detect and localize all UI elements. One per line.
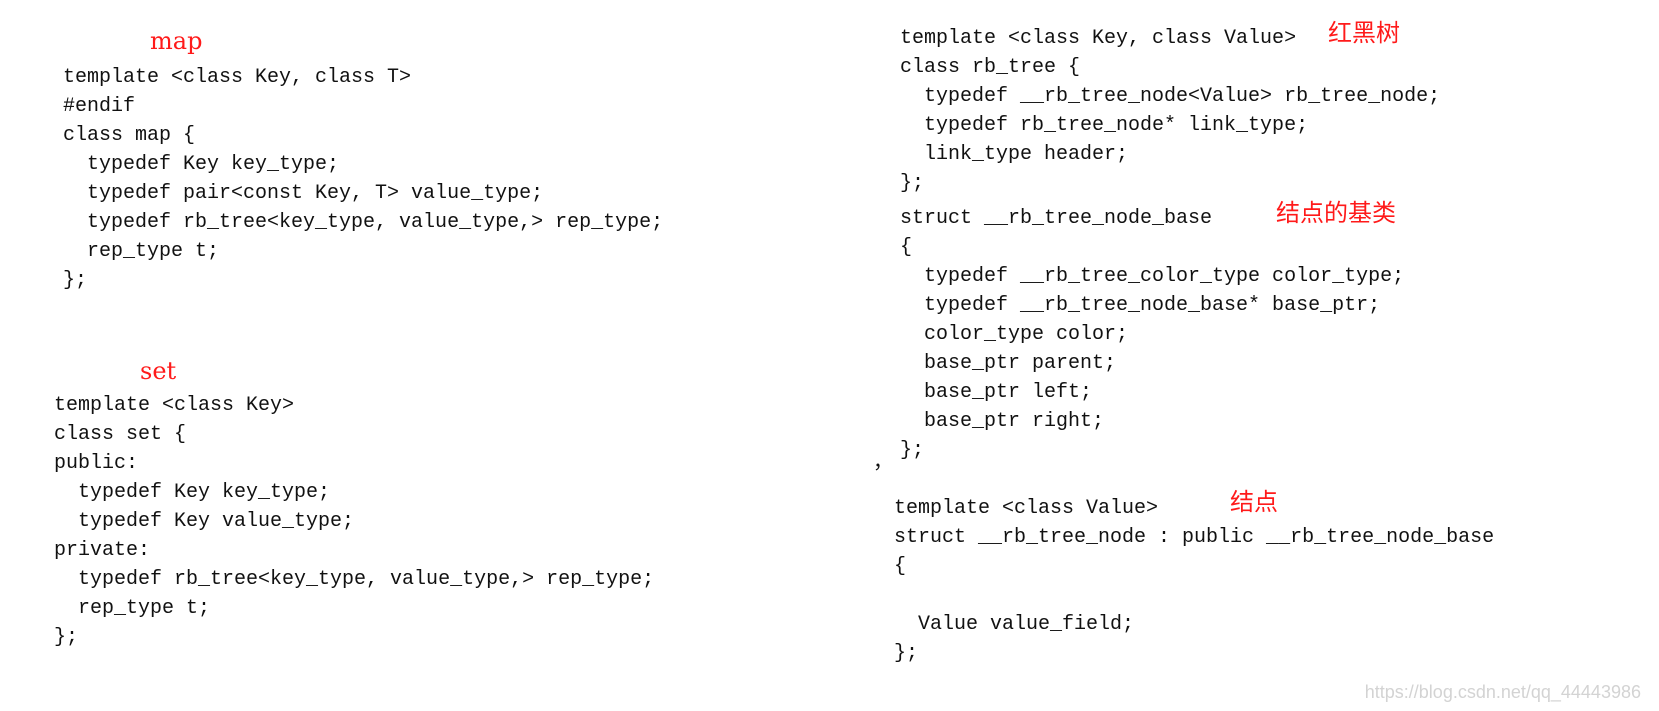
- code-line: template <class Key, class T>: [63, 66, 412, 89]
- code-line: Value value_field;: [894, 613, 1135, 636]
- code-line: };: [894, 642, 919, 665]
- code-line: typedef __rb_tree_node<Value> rb_tree_no…: [900, 85, 1441, 108]
- code-line: typedef __rb_tree_color_type color_type;: [900, 265, 1405, 288]
- node-base-heading: 结点的基类: [1276, 199, 1396, 227]
- code-line: typedef rb_tree<key_type, value_type,> r…: [63, 211, 664, 234]
- code-line: class map {: [63, 124, 196, 147]
- code-line: rep_type t;: [54, 597, 211, 620]
- code-line: struct __rb_tree_node_base: [900, 207, 1213, 230]
- code-line: struct __rb_tree_node : public __rb_tree…: [894, 526, 1495, 549]
- code-line: };: [63, 269, 88, 292]
- code-line: };: [900, 172, 925, 195]
- code-line: base_ptr parent;: [900, 352, 1117, 375]
- watermark-text: https://blog.csdn.net/qq_44443986: [1364, 682, 1641, 702]
- code-line: typedef rb_tree<key_type, value_type,> r…: [54, 568, 655, 591]
- code-line: rep_type t;: [63, 240, 220, 263]
- blank-line: [894, 581, 1494, 610]
- code-line: typedef rb_tree_node* link_type;: [900, 114, 1309, 137]
- node-base-code-block: struct __rb_tree_node_base { typedef __rb…: [900, 204, 1404, 465]
- map-heading: map: [150, 27, 203, 55]
- code-line: typedef __rb_tree_node_base* base_ptr;: [900, 294, 1381, 317]
- set-code-block: template <class Key> class set { public: t…: [54, 391, 654, 652]
- rb-tree-heading: 红黑树: [1328, 19, 1400, 47]
- code-line: color_type color;: [900, 323, 1129, 346]
- code-line: base_ptr right;: [900, 410, 1105, 433]
- code-line: private:: [54, 539, 151, 562]
- code-line: typedef pair<const Key, T> value_type;: [63, 182, 544, 205]
- code-line: base_ptr left;: [900, 381, 1093, 404]
- code-line: public:: [54, 452, 139, 475]
- code-line: {: [894, 555, 907, 578]
- code-line: typedef Key key_type;: [54, 481, 331, 504]
- code-line: {: [900, 236, 913, 259]
- code-line: template <class Key, class Value>: [900, 27, 1297, 50]
- code-line: class set {: [54, 423, 187, 446]
- code-line: class rb_tree {: [900, 56, 1081, 79]
- code-line: typedef Key value_type;: [54, 510, 355, 533]
- map-code-block: template <class Key, class T> #endif class…: [63, 63, 663, 295]
- rb-tree-code-block: template <class Key, class Value> class r…: [900, 24, 1440, 198]
- code-line: #endif: [63, 95, 136, 118]
- set-heading: set: [140, 357, 177, 385]
- code-line: link_type header;: [900, 143, 1129, 166]
- node-heading: 结点: [1230, 488, 1278, 516]
- separator-mark: ，: [873, 452, 893, 475]
- node-code-block: template <class Value> struct __rb_tree_n…: [894, 494, 1494, 668]
- code-line: template <class Value>: [894, 497, 1159, 520]
- code-line: template <class Key>: [54, 394, 295, 417]
- code-line: };: [54, 626, 79, 649]
- code-line: };: [900, 439, 925, 462]
- code-line: typedef Key key_type;: [63, 153, 340, 176]
